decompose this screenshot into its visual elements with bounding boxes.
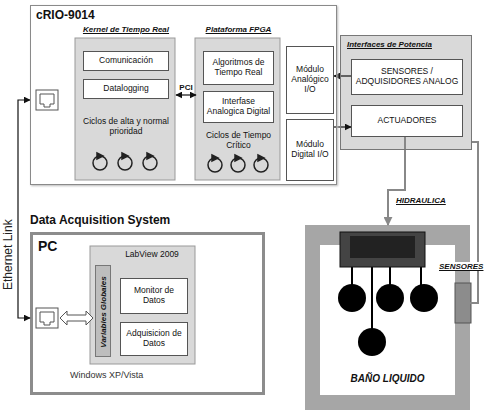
software-panel: LabView 2009Variables Globales Monitor de… <box>90 246 195 364</box>
process-box: Algoritmos de Tiempo Real <box>203 51 274 85</box>
box-label: Data Acquisition System <box>30 214 265 228</box>
box-label: Comunicación <box>99 56 153 66</box>
label: HIDRAULICA <box>396 196 456 205</box>
data-arrow <box>60 311 93 325</box>
box-label: Windows XP/Vista <box>70 370 220 380</box>
ethernet-port <box>36 308 58 328</box>
labview-panel-fill <box>90 246 195 364</box>
panel-heading: Interfaces de Potencia <box>347 40 467 49</box>
connector <box>388 137 405 225</box>
cycle-icon <box>122 153 128 159</box>
cycle-icon <box>93 153 268 172</box>
box-label: ACTUADORES <box>377 116 436 126</box>
connector <box>470 142 478 303</box>
box-label: Ciclos de Tiempo Crítico <box>200 131 277 151</box>
bath-illustration <box>340 232 425 267</box>
fpga-panel: Plataforma FPGA Ciclos de Tiempo Crítico A… <box>196 23 281 181</box>
labview-panel-fill <box>90 246 195 364</box>
box-label: SENSORES / ADQUISIDORES ANALOG <box>354 67 460 87</box>
interfaces-panel-fill <box>340 35 472 150</box>
controller-frame: cRIO-9014Kernel de Tiempo RealCiclos de … <box>30 5 337 185</box>
module-box: Módulo Digital I/O <box>286 119 334 181</box>
fpga-panel-fill <box>195 38 280 180</box>
cycle-icon <box>258 155 264 161</box>
label: Ethernet Link <box>1 200 15 290</box>
power-interface-panel: Interfaces de PotenciaSENSORES / ADQUISI… <box>340 35 472 150</box>
box-label: Datalogging <box>103 84 148 94</box>
process-box: SENSORES / ADQUISIDORES ANALOG <box>351 59 463 95</box>
pc-frame <box>32 234 264 394</box>
process-box: Comunicación <box>83 51 169 71</box>
kernel-panel-fill <box>75 38 175 180</box>
label: SENSORES <box>438 262 486 271</box>
ethernet-port <box>36 90 58 110</box>
process-box: Interfase Analogica Digital <box>203 91 274 123</box>
cycle-icon <box>212 155 218 161</box>
box-label: Monitor de Datos <box>123 286 185 306</box>
box-label: Algoritmos de Tiempo Real <box>206 58 271 78</box>
ethernet-port <box>40 312 54 325</box>
box-label: Módulo Digital I/O <box>289 140 331 160</box>
cycle-icon <box>235 155 241 161</box>
bath-illustration <box>376 284 404 312</box>
connector <box>176 94 196 95</box>
data-arrow <box>60 311 93 325</box>
connector <box>18 100 30 318</box>
bath-illustration <box>305 225 470 410</box>
variables-bar: Variables Globales <box>95 265 111 357</box>
panel-heading: Kernel de Tiempo Real <box>76 25 176 34</box>
box-label: Módulo Analógico I/O <box>289 65 331 94</box>
bath-illustration <box>338 284 366 312</box>
cycle-icon <box>147 153 153 159</box>
process-box: Monitor de Datos <box>120 278 188 314</box>
process-box: ACTUADORES <box>351 105 463 137</box>
bath-illustration <box>410 284 438 312</box>
box-label: Interfase Analogica Digital <box>206 97 271 117</box>
connector-label: PCI <box>179 83 192 92</box>
box-label: cRIO-9014 <box>36 9 156 23</box>
panel-heading: Plataforma FPGA <box>196 25 281 34</box>
box-label: LabView 2009 <box>112 250 192 260</box>
fpga-panel-fill <box>195 38 280 180</box>
pc-frame: Data Acquisition SystemPC Windows XP/Vist… <box>30 212 265 395</box>
bath-illustration <box>455 283 471 323</box>
liquid-bath: BAÑO LIQUIDO <box>305 225 470 410</box>
process-box: Adquisicion de Datos <box>120 322 188 356</box>
ethernet-port <box>36 90 58 328</box>
process-box: Datalogging <box>83 79 169 99</box>
bath-illustration <box>305 225 471 410</box>
box-label: Variables Globales <box>99 266 109 358</box>
box-label: Ciclos de alta y normal prioridad <box>81 117 171 137</box>
box-label: PC <box>38 238 78 254</box>
box-label: Adquisicion de Datos <box>123 329 185 349</box>
bath-illustration <box>350 236 415 258</box>
pc-frame <box>32 234 264 394</box>
bath-illustration <box>358 328 386 356</box>
kernel-panel: Kernel de Tiempo RealCiclos de alta y no… <box>76 23 176 181</box>
kernel-panel-fill <box>75 38 175 180</box>
box-label: BAÑO LIQUIDO <box>305 373 470 385</box>
module-box: Módulo Analógico I/O <box>286 46 334 114</box>
interfaces-panel-fill <box>340 35 472 150</box>
cycle-icon <box>97 153 103 159</box>
ethernet-port <box>40 94 54 107</box>
